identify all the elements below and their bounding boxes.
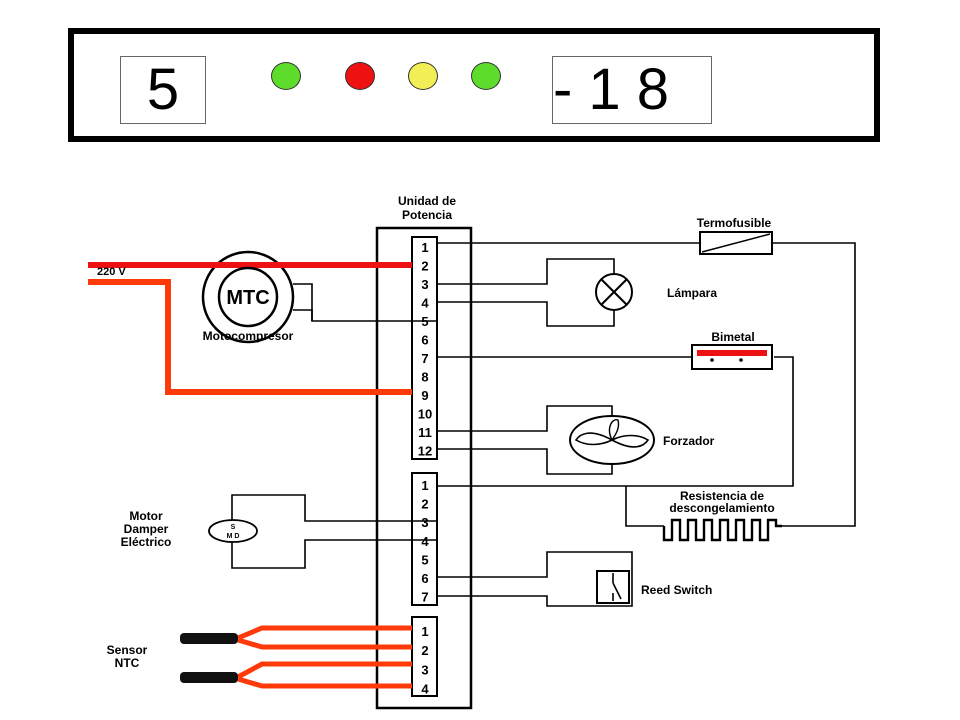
bimetal-label: Bimetal	[711, 330, 754, 344]
pin-number: 4	[421, 682, 429, 697]
pin-number: 1	[421, 624, 428, 639]
black-wiring	[231, 242, 856, 607]
pin-number: 1	[421, 240, 428, 255]
status-led-4	[471, 62, 501, 90]
reed-switch-label: Reed Switch	[641, 583, 712, 597]
connector-1	[411, 236, 438, 460]
pin-number: 2	[421, 497, 428, 512]
pin-number: 3	[421, 515, 428, 530]
pin-number: 8	[421, 370, 428, 385]
pin-number: 7	[421, 590, 428, 605]
pin-number: 7	[421, 351, 428, 366]
damper-symbol-top: S	[231, 524, 236, 531]
damper-symbol-bottom: M D	[227, 533, 240, 540]
temperature-display: - 1 8	[552, 56, 712, 124]
heater-symbol	[662, 518, 782, 542]
power-wire-2	[88, 279, 412, 395]
sensor-label-1: Sensor	[107, 643, 148, 657]
power-unit-title-1: Unidad de	[398, 194, 456, 208]
pin-number: 5	[421, 552, 428, 567]
pin-number: 6	[421, 571, 428, 586]
status-led-1	[271, 62, 301, 90]
pin-number: 2	[421, 643, 428, 658]
pin-number: 6	[421, 333, 428, 348]
connector-3-pins: 1 2 3 4	[421, 624, 429, 697]
connector-3	[411, 616, 438, 697]
motor-symbol-text-front: MTC	[226, 287, 269, 309]
heater-label-1: Resistencia de	[680, 489, 764, 503]
pin-number: 1	[421, 478, 428, 493]
pin-number: 10	[418, 407, 432, 422]
lamp-label: Lámpara	[667, 286, 717, 300]
bimetal-symbol	[691, 344, 773, 370]
connector-2	[411, 472, 438, 606]
supply-label: 220 V	[97, 266, 126, 278]
pin-number: 3	[421, 277, 428, 292]
pin-number: 11	[418, 425, 432, 440]
status-led-3	[408, 62, 438, 90]
pin-number: 12	[418, 444, 432, 459]
ntc-sensor-2	[180, 672, 238, 683]
ntc-sensor-1	[180, 633, 238, 644]
fan-label: Forzador	[663, 434, 715, 448]
damper-label-1: Motor	[129, 509, 163, 523]
left-digit-display: 5	[120, 56, 206, 124]
power-unit-title-2: Potencia	[402, 208, 452, 222]
damper-label-3: Eléctrico	[121, 535, 172, 549]
thermofuse-label: Termofusible	[697, 216, 772, 230]
pin-number: 4	[421, 534, 429, 549]
pin-number: 9	[421, 388, 428, 403]
motocompresor-label: Motocompresor	[203, 329, 294, 343]
sensor-label-2: NTC	[115, 656, 140, 670]
ntc-wires	[236, 625, 412, 689]
status-led-2	[345, 62, 375, 90]
connector-2-pins: 1 2 3 4 5 6 7	[421, 478, 429, 605]
pin-number: 2	[421, 259, 428, 274]
damper-label-2: Damper	[124, 522, 169, 536]
damper-motor-symbol	[208, 519, 258, 543]
heater-label-2: descongelamiento	[669, 501, 774, 515]
pin-number: 4	[421, 296, 429, 311]
pin-number: 3	[421, 662, 428, 677]
